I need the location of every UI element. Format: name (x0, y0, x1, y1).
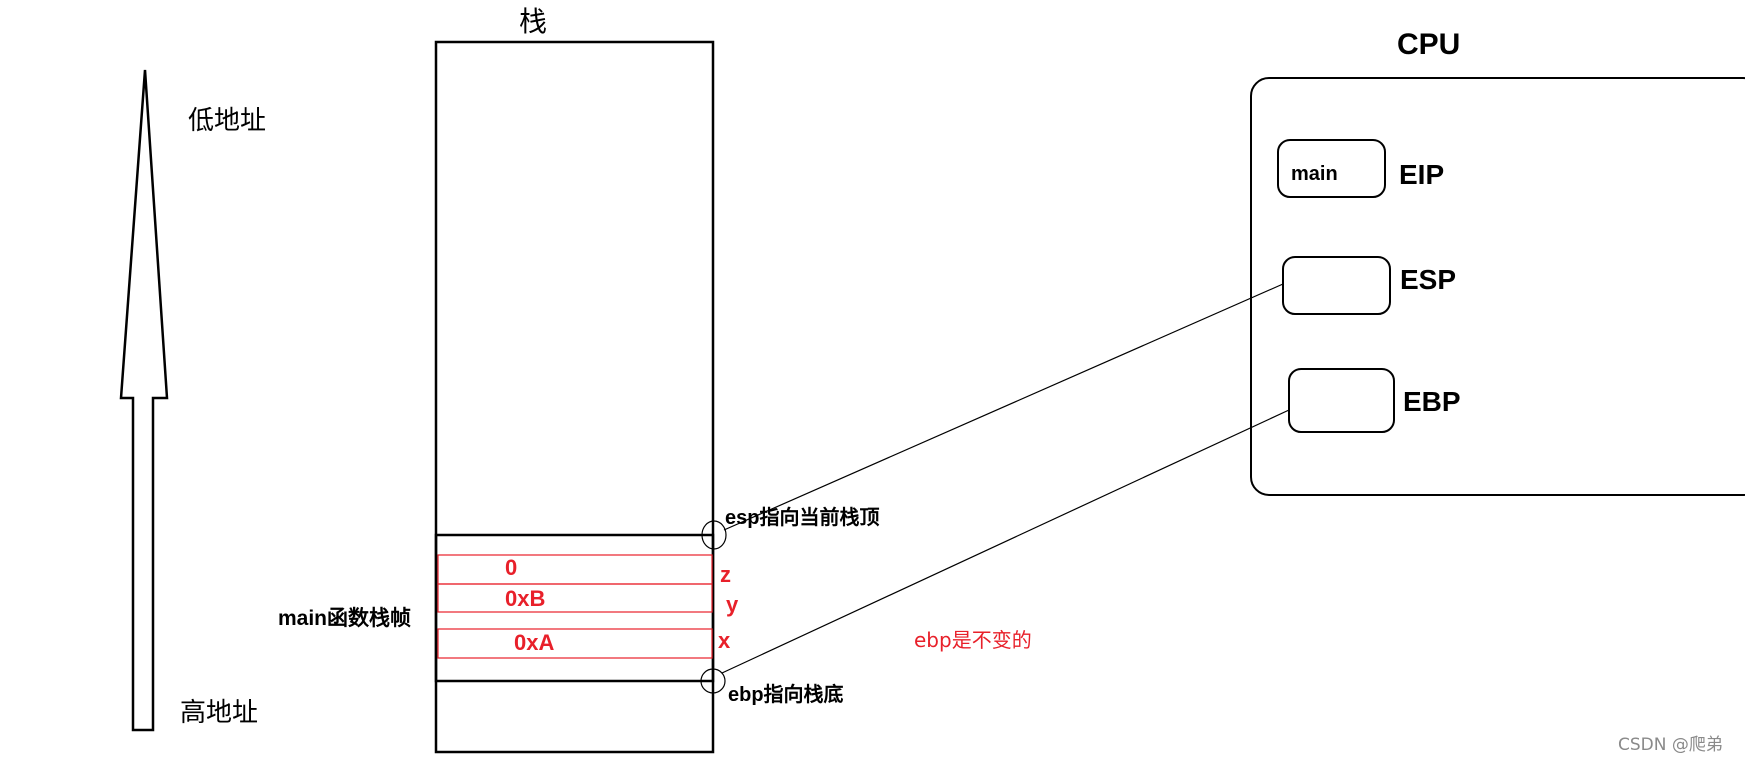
esp-connector-line (723, 283, 1284, 531)
low-address-label: 低地址 (188, 106, 267, 136)
eip-register-value: main (1291, 163, 1338, 185)
ebp-note: ebp指向栈底 (728, 684, 844, 706)
stack-var-y: y (726, 592, 739, 617)
stack-cell-value-y: 0xB (505, 586, 546, 611)
ebp-register-name: EBP (1403, 386, 1461, 417)
esp-register-name: ESP (1400, 264, 1457, 295)
esp-register-box (1282, 256, 1391, 315)
stack-var-z: z (720, 562, 731, 587)
stack-title: 栈 (519, 5, 548, 38)
esp-pointer-marker (701, 520, 727, 550)
ebp-pointer-marker (700, 668, 726, 694)
stack-cell-z-box (437, 554, 713, 585)
stack-cell-y-box (437, 583, 713, 613)
ebp-connector-line (721, 409, 1290, 674)
esp-note: esp指向当前栈顶 (725, 507, 880, 529)
main-stack-frame-label: main函数栈帧 (278, 607, 412, 630)
ebp-constant-note: ebp是不变的 (914, 628, 1032, 652)
stack-cell-x-box (437, 628, 713, 659)
cpu-title: CPU (1397, 28, 1461, 61)
stack-box (434, 40, 715, 754)
eip-register-box (1277, 139, 1386, 198)
eip-register-name: EIP (1399, 159, 1445, 190)
stack-cell-value-x: 0xA (514, 630, 555, 655)
main-stack-frame-box (434, 533, 715, 683)
cpu-box (1250, 77, 1745, 496)
stack-var-x: x (718, 628, 731, 653)
address-direction-arrow (119, 69, 169, 732)
ebp-register-box (1288, 368, 1395, 433)
watermark: CSDN @爬弟 (1618, 735, 1723, 755)
stack-cell-value-z: 0 (505, 555, 518, 580)
high-address-label: 高地址 (180, 698, 259, 728)
